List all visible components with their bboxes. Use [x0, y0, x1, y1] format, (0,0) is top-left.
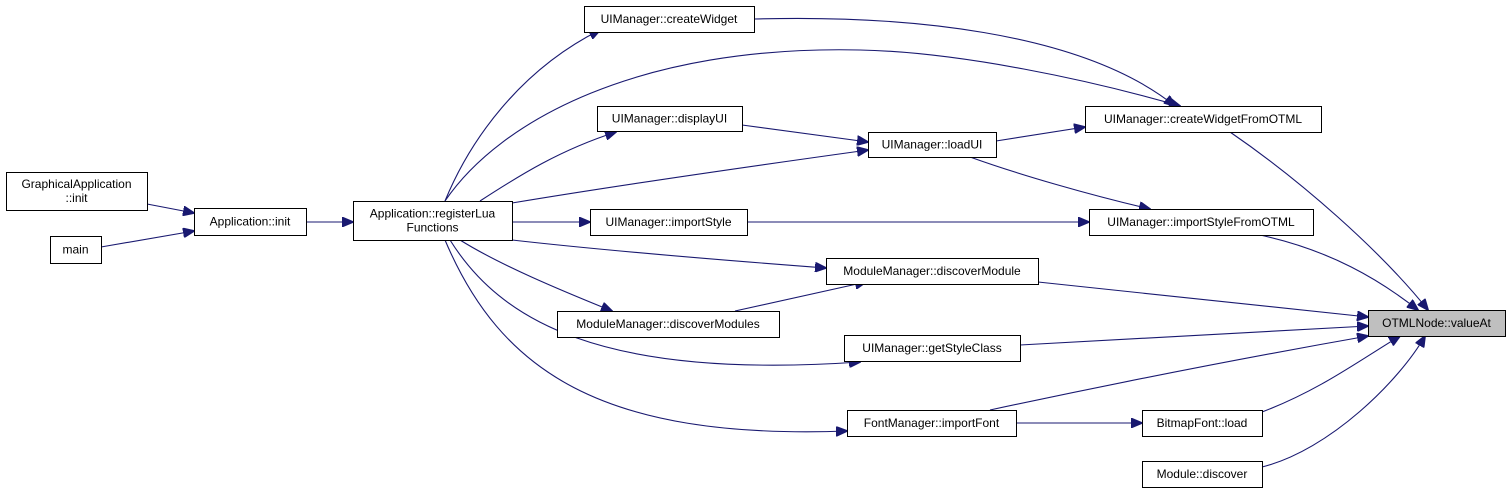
node-box — [1368, 310, 1506, 337]
node-label: UIManager::importStyleFromOTML — [1107, 215, 1295, 229]
node-module-discover[interactable]: Module::discover — [1142, 461, 1263, 488]
node-label: UIManager::importStyle — [605, 215, 731, 229]
node-box — [194, 208, 307, 236]
edge-register-lua-to-create-widget — [444, 30, 600, 202]
edge-module-discover-to-otml-value-at — [1261, 336, 1425, 468]
node-label: main — [62, 243, 88, 257]
node-box — [1142, 461, 1263, 488]
edge-discover-module-to-otml-value-at — [1037, 281, 1368, 317]
node-import-style-from-otml[interactable]: UIManager::importStyleFromOTML — [1089, 209, 1314, 236]
edge-bitmap-font-load-to-otml-value-at — [1261, 336, 1400, 413]
edge-create-widget-from-otml-to-otml-value-at — [1229, 131, 1428, 310]
edge-main-to-application-init — [100, 231, 194, 248]
node-box — [1085, 106, 1322, 133]
node-load-ui[interactable]: UIManager::loadUI — [868, 132, 997, 158]
node-main[interactable]: main — [50, 236, 102, 264]
edge-graphical-app-init-to-application-init — [146, 203, 194, 213]
node-label: UIManager::getStyleClass — [862, 341, 1001, 355]
node-box — [847, 410, 1017, 437]
node-display-ui[interactable]: UIManager::displayUI — [597, 106, 743, 132]
node-label: Module::discover — [1157, 467, 1248, 481]
node-label: UIManager::loadUI — [882, 138, 983, 152]
node-label: FontManager::importFont — [864, 416, 1000, 430]
node-label: UIManager::createWidgetFromOTML — [1104, 112, 1302, 126]
node-box — [6, 172, 148, 211]
edge-layer — [100, 17, 1428, 468]
node-label: BitmapFont::load — [1157, 416, 1248, 430]
node-import-font[interactable]: FontManager::importFont — [847, 410, 1017, 437]
node-otml-value-at[interactable]: OTMLNode::valueAt — [1368, 310, 1506, 337]
node-create-widget[interactable]: UIManager::createWidget — [584, 6, 755, 33]
node-box — [557, 311, 780, 338]
edge-import-style-from-otml-to-otml-value-at — [1259, 234, 1418, 310]
node-discover-modules[interactable]: ModuleManager::discoverModules — [557, 311, 780, 338]
edge-display-ui-to-load-ui — [741, 124, 868, 142]
node-label: UIManager::displayUI — [612, 112, 727, 126]
node-box — [1089, 209, 1314, 236]
edge-register-lua-to-import-font — [444, 239, 847, 432]
edge-register-lua-to-discover-module — [511, 239, 826, 268]
node-label: OTMLNode::valueAt — [1382, 316, 1491, 330]
edge-create-widget-to-create-widget-from-otml — [753, 17, 1175, 106]
node-box — [584, 6, 755, 33]
node-box — [597, 106, 743, 132]
node-label: Application::init — [210, 215, 291, 229]
node-get-style-class[interactable]: UIManager::getStyleClass — [844, 335, 1021, 362]
edge-register-lua-to-get-style-class — [449, 239, 860, 365]
edge-register-lua-to-create-widget-from-otml — [444, 49, 1180, 202]
node-box — [50, 236, 102, 264]
node-box — [353, 201, 513, 241]
node-import-style[interactable]: UIManager::importStyle — [590, 209, 748, 236]
node-box — [590, 209, 748, 236]
edge-import-font-to-otml-value-at — [989, 336, 1368, 411]
edge-register-lua-to-display-ui — [479, 132, 616, 202]
node-bitmap-font-load[interactable]: BitmapFont::load — [1142, 410, 1263, 437]
node-box — [868, 132, 997, 158]
node-label: GraphicalApplication — [21, 177, 131, 191]
edge-discover-modules-to-discover-module — [734, 282, 866, 312]
node-label: Application::registerLua — [370, 207, 496, 221]
edge-register-lua-to-load-ui — [511, 150, 868, 204]
node-label: Functions — [406, 221, 458, 235]
node-create-widget-from-otml[interactable]: UIManager::createWidgetFromOTML — [1085, 106, 1322, 133]
edge-get-style-class-to-otml-value-at — [1019, 326, 1368, 346]
edge-load-ui-to-create-widget-from-otml — [995, 127, 1085, 142]
node-box — [826, 258, 1039, 285]
node-graphical-app-init[interactable]: GraphicalApplication::init — [6, 172, 148, 211]
node-box — [844, 335, 1021, 362]
node-box — [1142, 410, 1263, 437]
node-discover-module[interactable]: ModuleManager::discoverModule — [826, 258, 1039, 285]
node-label: ModuleManager::discoverModules — [576, 317, 759, 331]
edge-load-ui-to-import-style-from-otml — [969, 156, 1150, 209]
node-label: ::init — [65, 191, 88, 205]
node-label: ModuleManager::discoverModule — [843, 264, 1021, 278]
node-application-init[interactable]: Application::init — [194, 208, 307, 236]
node-label: UIManager::createWidget — [601, 12, 738, 26]
edge-register-lua-to-discover-modules — [459, 239, 612, 311]
